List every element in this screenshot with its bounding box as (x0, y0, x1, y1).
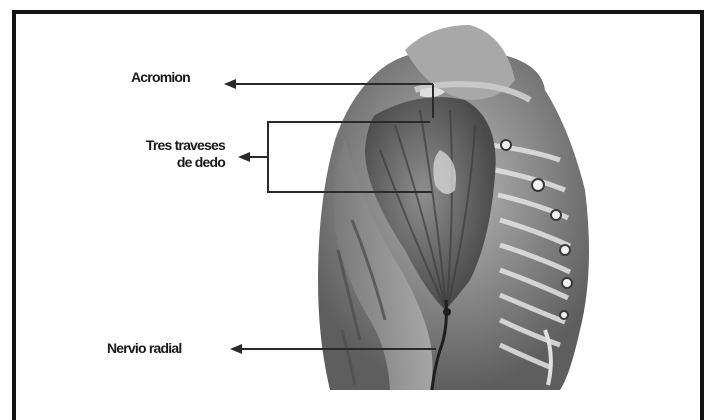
label-tres-line2: de dedo (107, 154, 225, 171)
label-acromion: Acromion (131, 69, 190, 86)
tres-traveses-arrowhead (238, 152, 250, 162)
label-nervio-radial: Nervio radial (107, 340, 181, 357)
acromion-leader (232, 84, 433, 118)
tres-traveses-bracket (268, 122, 432, 192)
label-tres-traveses: Tres traveses de dedo (107, 137, 225, 171)
nervio-radial-arrowhead (230, 344, 242, 354)
label-tres-line1: Tres traveses (107, 137, 225, 154)
acromion-arrowhead (224, 79, 236, 89)
